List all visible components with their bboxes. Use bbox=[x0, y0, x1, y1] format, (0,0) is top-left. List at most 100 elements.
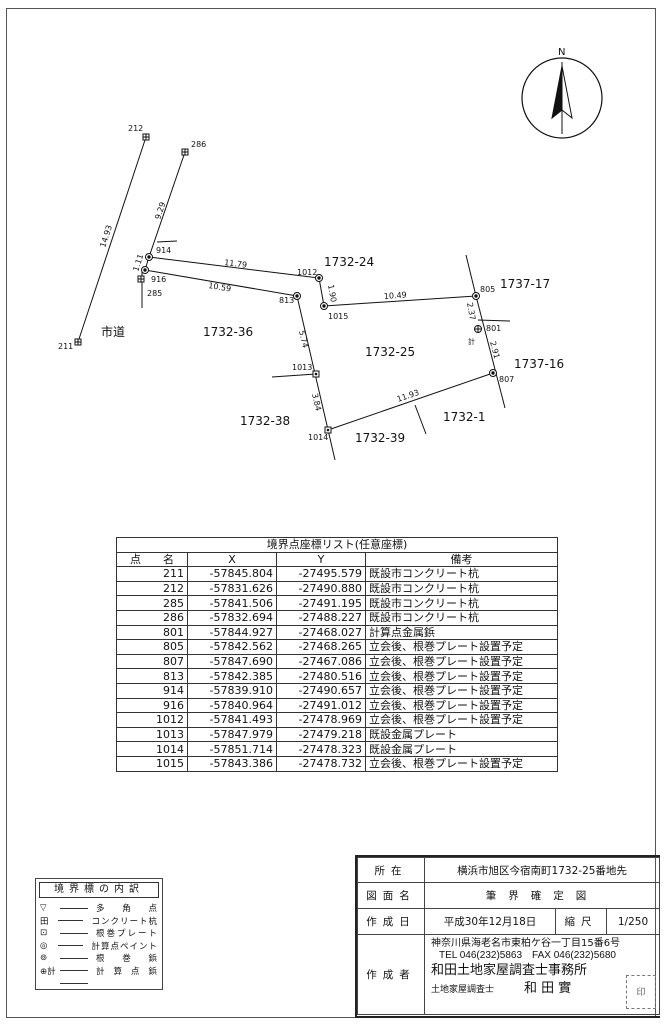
legend-label: コンクリート杭 bbox=[91, 916, 158, 927]
point-label: 1013 bbox=[292, 363, 312, 372]
cell-note: 立会後、根巻プレート設置予定 bbox=[365, 682, 558, 699]
author-office: 和田土地家屋調査士事務所 bbox=[431, 963, 588, 978]
cell-note: 計算点金属鋲 bbox=[365, 624, 558, 641]
scale-value: 1/250 bbox=[606, 908, 660, 935]
point-label: 801 bbox=[486, 324, 501, 333]
cell-y: -27468.265 bbox=[276, 639, 366, 655]
parcel-label: 1732-24 bbox=[324, 255, 374, 269]
location-label: 所在 bbox=[357, 857, 425, 883]
legend-symbol-icon: ⊡ bbox=[40, 928, 48, 939]
drawing-name: 筆界確定図 bbox=[424, 882, 660, 909]
cell-name: 805 bbox=[116, 639, 188, 655]
distance-label: 10.49 bbox=[384, 290, 407, 301]
coordinate-table-title: 境界点座標リスト(任意座標) bbox=[116, 537, 558, 553]
cell-x: -57843.386 bbox=[187, 755, 277, 772]
author-person: 和 田 實 bbox=[524, 981, 572, 996]
concrete-post-icon bbox=[142, 133, 150, 141]
legend-item: 田コンクリート杭 bbox=[36, 915, 162, 928]
distance-label: 11.93 bbox=[396, 388, 421, 404]
cell-name: 286 bbox=[116, 609, 188, 626]
page-border bbox=[6, 8, 656, 1018]
cell-name: 1013 bbox=[116, 726, 188, 743]
header-y: Y bbox=[276, 551, 366, 568]
legend-label: 計算点ペイント bbox=[91, 941, 158, 952]
cell-name: 916 bbox=[116, 697, 188, 714]
parcel-label: 1737-17 bbox=[500, 277, 550, 291]
plate-rivet-icon bbox=[315, 274, 323, 282]
point-label: 813 bbox=[279, 296, 294, 305]
legend-item: ⊡ 根巻プレート bbox=[36, 927, 162, 940]
survey-drawing: N 212 286 914 916 bbox=[58, 47, 603, 461]
legend-label: 根巻鋲 bbox=[96, 954, 158, 965]
cell-name: 211 bbox=[116, 566, 188, 582]
cell-y: -27490.657 bbox=[276, 682, 366, 699]
legend-dash bbox=[60, 932, 88, 934]
plate-rivet-icon bbox=[293, 292, 301, 300]
point-label: 計 bbox=[468, 337, 475, 346]
cell-y: -27480.516 bbox=[276, 668, 366, 684]
distance-label: 3.84 bbox=[310, 392, 323, 411]
parcel-label: 1732-36 bbox=[203, 325, 253, 339]
legend-dash bbox=[58, 920, 84, 922]
parcel-label: 1732-25 bbox=[365, 345, 415, 359]
cell-note: 既設市コンクリート杭 bbox=[365, 566, 558, 582]
point-label: 285 bbox=[147, 289, 162, 298]
date-value: 平成30年12月18日 bbox=[424, 908, 556, 935]
cell-x: -57841.506 bbox=[187, 595, 277, 611]
cell-x: -57851.714 bbox=[187, 741, 277, 757]
cell-x: -57839.910 bbox=[187, 682, 277, 699]
cell-note: 立会後、根巻プレート設置予定 bbox=[365, 653, 558, 670]
cell-note: 立会後、根巻プレート設置予定 bbox=[365, 755, 558, 772]
boundary-markers bbox=[74, 133, 497, 434]
cell-y: -27468.027 bbox=[276, 624, 366, 641]
cell-y: -27491.012 bbox=[276, 697, 366, 714]
title-block: 所在 横浜市旭区今宿南町1732-25番地先 図面名 筆界確定図 作成日 平成3… bbox=[355, 855, 660, 1018]
author-title: 土地家屋調査士 bbox=[431, 985, 495, 995]
cell-name: 813 bbox=[116, 668, 188, 684]
cell-x: -57842.385 bbox=[187, 668, 277, 684]
cell-name: 1012 bbox=[116, 712, 188, 728]
calc-point-rivet-icon bbox=[474, 325, 482, 333]
marker-legend: 境界標の内訳 ▽多角点田コンクリート杭⊡根巻プレート◎計算点ペイント⊚根巻鋲⊕計… bbox=[35, 878, 163, 990]
legend-item: ◎ 計算点ペイント bbox=[36, 940, 162, 953]
parcel-label: 1737-16 bbox=[514, 357, 564, 371]
seal-stamp: 印 bbox=[626, 975, 656, 1009]
legend-symbol-icon: ◎ bbox=[40, 940, 48, 951]
distance-label: 11.79 bbox=[224, 258, 248, 270]
cell-y: -27479.218 bbox=[276, 726, 366, 743]
cell-y: -27490.880 bbox=[276, 580, 366, 597]
distance-label: 5.74 bbox=[297, 329, 310, 348]
cell-x: -57847.690 bbox=[187, 653, 277, 670]
distance-label: 1.90 bbox=[326, 284, 338, 303]
distance-label: 2.37 bbox=[465, 302, 477, 321]
parcel-label: 1732-39 bbox=[355, 431, 405, 445]
cell-name: 801 bbox=[116, 624, 188, 641]
cell-name: 914 bbox=[116, 682, 188, 699]
cell-note: 立会後、根巻プレート設置予定 bbox=[365, 697, 558, 714]
cell-x: -57840.964 bbox=[187, 697, 277, 714]
point-label: 1015 bbox=[328, 312, 348, 321]
parcel-label: 1732-38 bbox=[240, 414, 290, 428]
cell-note: 立会後、根巻プレート設置予定 bbox=[365, 668, 558, 684]
point-label: 916 bbox=[151, 275, 166, 284]
point-labels: 212 286 914 916 285 211 1012 813 1015 80… bbox=[58, 124, 514, 442]
legend-label: 根巻プレート bbox=[96, 929, 158, 940]
point-label: 914 bbox=[156, 246, 171, 255]
legend-dash bbox=[60, 907, 88, 909]
date-label: 作成日 bbox=[357, 908, 425, 935]
cell-note: 立会後、根巻プレート設置予定 bbox=[365, 639, 558, 655]
legend-symbol-icon: ⊕計 bbox=[40, 966, 56, 977]
legend-symbol-icon: ⊚ bbox=[40, 953, 48, 964]
legend-label: 計算点鋲 bbox=[96, 966, 158, 977]
distance-label: 10.59 bbox=[208, 281, 232, 293]
cell-y: -27478.732 bbox=[276, 755, 366, 772]
cell-x: -57832.694 bbox=[187, 609, 277, 626]
author-address: 神奈川県海老名市東柏ケ谷一丁目15番6号 bbox=[431, 938, 621, 949]
cell-x: -57831.626 bbox=[187, 580, 277, 597]
cell-note: 既設金属プレート bbox=[365, 726, 558, 743]
